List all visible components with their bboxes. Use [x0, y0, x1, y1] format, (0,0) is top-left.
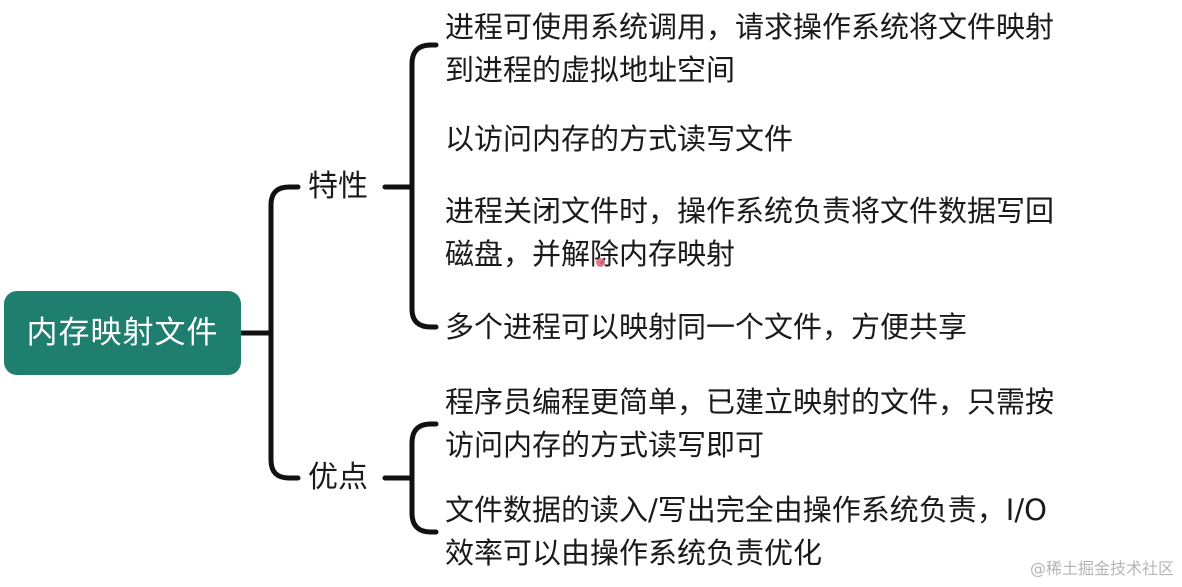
- leaf-text-line: 进程可使用系统调用，请求操作系统将文件映射: [445, 10, 1055, 44]
- branch-node-advantages-label: 优点: [308, 460, 368, 495]
- leaf-text-line: 程序员编程更简单，已建立映射的文件，只需按: [445, 385, 1055, 419]
- root-node-label: 内存映射文件: [26, 315, 219, 351]
- leaf-text-line: 文件数据的读入/写出完全由操作系统负责，I/O: [445, 493, 1047, 527]
- leaf-text-line: 多个进程可以映射同一个文件，方便共享: [445, 310, 968, 344]
- leaf-node-feature-system-call: 进程可使用系统调用，请求操作系统将文件映射 到进程的虚拟地址空间: [445, 6, 1145, 92]
- branch-node-features: 特性: [308, 167, 368, 207]
- branch-node-features-label: 特性: [308, 169, 368, 204]
- leaf-node-advantage-simpler-programming: 程序员编程更简单，已建立映射的文件，只需按 访问内存的方式读写即可: [445, 381, 1145, 467]
- leaf-text-line: 到进程的虚拟地址空间: [445, 53, 736, 87]
- watermark-text: @稀土掘金技术社区: [1029, 559, 1174, 578]
- connector-first-level-bracket: [268, 184, 301, 481]
- connector-advantages-bracket: [409, 421, 439, 535]
- mouse-cursor-marker: [596, 258, 605, 267]
- leaf-text-line: 访问内存的方式读写即可: [445, 428, 765, 462]
- leaf-text-line: 磁盘，并解除内存映射: [445, 237, 736, 271]
- leaf-node-advantage-os-optimized-io: 文件数据的读入/写出完全由操作系统负责，I/O 效率可以由操作系统负责优化: [445, 489, 1145, 575]
- branch-node-advantages: 优点: [308, 458, 368, 498]
- leaf-text-line: 效率可以由操作系统负责优化: [445, 536, 823, 570]
- leaf-node-feature-memory-access: 以访问内存的方式读写文件: [445, 118, 1145, 161]
- leaf-text-line: 进程关闭文件时，操作系统负责将文件数据写回: [445, 194, 1055, 228]
- leaf-text-line: 以访问内存的方式读写文件: [445, 122, 794, 156]
- root-node-memory-mapped-file: 内存映射文件: [4, 291, 241, 375]
- leaf-node-feature-sharing: 多个进程可以映射同一个文件，方便共享: [445, 306, 1145, 349]
- connector-features-bracket: [409, 42, 439, 330]
- leaf-node-feature-close-writeback: 进程关闭文件时，操作系统负责将文件数据写回 磁盘，并解除内存映射: [445, 190, 1145, 276]
